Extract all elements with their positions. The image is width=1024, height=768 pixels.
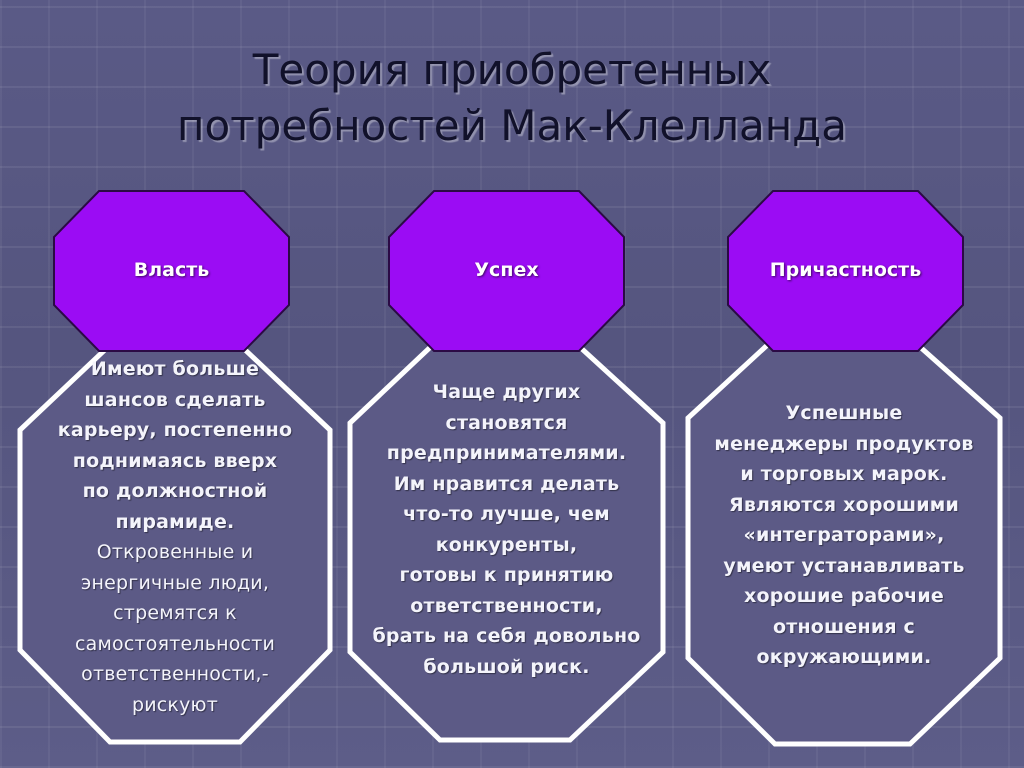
column-line: окружающими. [756, 646, 932, 668]
body-octagon-success [347, 335, 666, 743]
heading-power: Власть [133, 259, 210, 281]
column-line: умеют устанавливать [723, 554, 965, 577]
column-line: «интеграторами», [743, 524, 945, 546]
slide-title-line-2: потребностей Мак-Клелланда [177, 101, 847, 150]
body-octagon-affiliation [685, 335, 1003, 747]
head-octagon-affiliation [727, 190, 964, 352]
column-text-power: Имеют больше шансов сделать карьеру, посте… [20, 354, 330, 720]
column-line: карьеру, постепенно [57, 419, 293, 441]
column-line: отношения с [772, 615, 916, 638]
column-line: менеджеры продуктов [714, 432, 974, 455]
slide-title-line-1: Теория приобретенных [252, 45, 772, 94]
column-line: по должностной [82, 480, 268, 502]
heading-success: Успех [474, 259, 539, 281]
column-line: энергичные люди, [80, 571, 270, 594]
column-line: шансов сделать [84, 388, 266, 411]
column-line: Откровенные и [96, 541, 254, 563]
head-octagon-power [53, 190, 290, 352]
column-line: Им нравится делать [393, 472, 620, 495]
column-line: предпринимателями. [386, 442, 627, 464]
column-line: рискуют [131, 693, 219, 716]
column-line: Являются хорошими [728, 493, 960, 516]
column-line: что-то лучше, чем [403, 503, 610, 525]
column-line: поднимаясь вверх [72, 449, 278, 472]
body-octagon-power [17, 342, 333, 745]
column-line: Чаще других [432, 381, 581, 403]
column-line: Успешные [785, 402, 903, 424]
column-line: самостоятельности [74, 632, 276, 655]
column-text-affiliation: Успешные менеджеры продуктов и торговых ма… [688, 398, 1000, 673]
column-line: готовы к принятию [399, 564, 614, 586]
column-line: ответственности, [410, 594, 603, 617]
column-line: брать на себя довольно [372, 625, 641, 647]
column-text-success: Чаще других становятся предпринимателями. И… [350, 377, 663, 682]
column-line: пирамиде. [115, 510, 235, 533]
column-line: становятся [445, 411, 568, 434]
column-line: и торговых марок. [740, 463, 948, 485]
column-line: конкуренты, [435, 533, 578, 556]
column-line: большой риск. [423, 655, 590, 678]
column-line: ответственности,- [81, 663, 269, 685]
slide-title: Теория приобретенных потребностей Мак-Кл… [0, 42, 1024, 154]
head-octagon-success [388, 190, 625, 352]
column-line: стремятся к [113, 602, 237, 624]
column-line: Имеют больше [90, 358, 260, 380]
heading-affiliation: Причастность [769, 259, 922, 281]
column-line: хорошие рабочие [744, 585, 944, 607]
